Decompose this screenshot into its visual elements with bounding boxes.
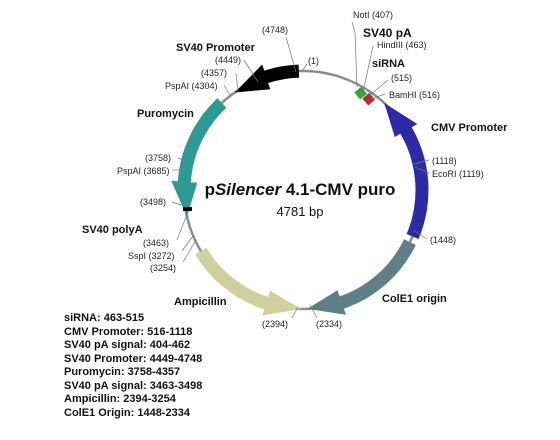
label-ampicillin: Ampicillin bbox=[174, 296, 227, 308]
sirna-marker bbox=[362, 92, 376, 106]
leader-1118 bbox=[413, 159, 430, 165]
legend-item: SV40 pA signal: 404-462 bbox=[64, 339, 191, 351]
legend-item: SV40 pA signal: 3463-3498 bbox=[64, 379, 203, 392]
cmv-promoter-arc bbox=[384, 103, 429, 239]
plasmid-name-italic: Silencer bbox=[215, 180, 283, 199]
leader-515 bbox=[368, 79, 389, 97]
label-cmv-promoter: CMV Promoter bbox=[431, 122, 508, 134]
leader-3498 bbox=[171, 201, 188, 208]
legend-item: SV40 Promoter: 4449-4748 bbox=[64, 352, 203, 365]
legend-item: siRNA: 463-515 bbox=[64, 312, 145, 324]
leader-2394 bbox=[291, 306, 299, 319]
sv40-pa-marker bbox=[354, 86, 368, 100]
leader-4748 bbox=[285, 36, 297, 73]
site-bamhi: BamHI (516) bbox=[389, 90, 440, 100]
site-3254: (3254) bbox=[150, 263, 176, 273]
site-1: (1) bbox=[308, 56, 319, 66]
site-pspai4304: PspAI (4304) bbox=[165, 81, 218, 91]
site-4357: (4357) bbox=[201, 68, 227, 78]
leader-3254 bbox=[182, 239, 197, 263]
legend-item: Puromycin: 3758-4357 bbox=[64, 366, 181, 378]
label-puromycin: Puromycin bbox=[137, 108, 194, 120]
site-sspi: SspI (3272) bbox=[128, 251, 175, 261]
leader-lines bbox=[171, 21, 430, 319]
leader-sspi bbox=[181, 235, 194, 252]
leader-1 bbox=[301, 63, 308, 72]
cole1-origin-arc bbox=[307, 239, 416, 315]
leader-pspai4304 bbox=[223, 84, 231, 96]
leader-1448 bbox=[412, 229, 428, 240]
site-pspai3685: PspAI (3685) bbox=[117, 166, 170, 176]
legend-item: CMV Promoter: 516-1118 bbox=[64, 325, 193, 338]
site-2394: (2394) bbox=[262, 319, 288, 329]
leader-2334 bbox=[309, 304, 318, 319]
site-noti: NotI (407) bbox=[353, 10, 393, 20]
label-sv40-polya: SV40 polyA bbox=[82, 224, 143, 236]
sv40-promoter-arc bbox=[234, 64, 300, 93]
plasmid-size: 4781 bp bbox=[277, 204, 324, 219]
leader-bamhi bbox=[370, 93, 386, 100]
label-cole1-origin: ColE1 origin bbox=[382, 293, 447, 305]
sv40-polya-marker bbox=[183, 207, 192, 211]
leader-3463 bbox=[176, 211, 189, 241]
site-515: (515) bbox=[391, 73, 412, 83]
leader-hindiii bbox=[362, 45, 374, 93]
legend-item: ColE1 Origin: 1448-2334 bbox=[64, 406, 190, 419]
site-3463: (3463) bbox=[143, 238, 169, 248]
site-1448: (1448) bbox=[430, 235, 456, 245]
legend-item: Ampicillin: 2394-3254 bbox=[64, 393, 176, 405]
site-4449: (4449) bbox=[215, 55, 241, 65]
plasmid-name-suffix: 4.1-CMV puro bbox=[281, 180, 395, 199]
leader-3758 bbox=[177, 157, 189, 163]
site-3498: (3498) bbox=[140, 197, 166, 207]
site-3758: (3758) bbox=[145, 153, 171, 163]
leader-4357 bbox=[235, 72, 239, 93]
label-sv40-promoter: SV40 Promoter bbox=[176, 42, 256, 54]
label-sv40-pa: SV40 pA bbox=[363, 26, 412, 40]
label-sirna: siRNA bbox=[372, 58, 405, 70]
site-ecori: EcoRI (1119) bbox=[432, 169, 484, 179]
site-1118: (1118) bbox=[432, 156, 457, 166]
site-2334: (2334) bbox=[316, 319, 342, 329]
leader-noti bbox=[351, 21, 358, 88]
plasmid-name-prefix: p bbox=[205, 180, 215, 199]
feature-legend: siRNA: 463-515 CMV Promoter: 516-1118 SV… bbox=[64, 312, 202, 420]
site-4748: (4748) bbox=[262, 25, 288, 35]
leader-4449 bbox=[243, 59, 259, 83]
leader-ecori bbox=[414, 166, 430, 174]
puromycin-arc bbox=[171, 98, 227, 217]
site-hindiii: HindIII (463) bbox=[377, 40, 427, 50]
plasmid-name: pSilencer 4.1-CMV puro bbox=[205, 180, 396, 199]
ampicillin-arc bbox=[195, 247, 301, 316]
